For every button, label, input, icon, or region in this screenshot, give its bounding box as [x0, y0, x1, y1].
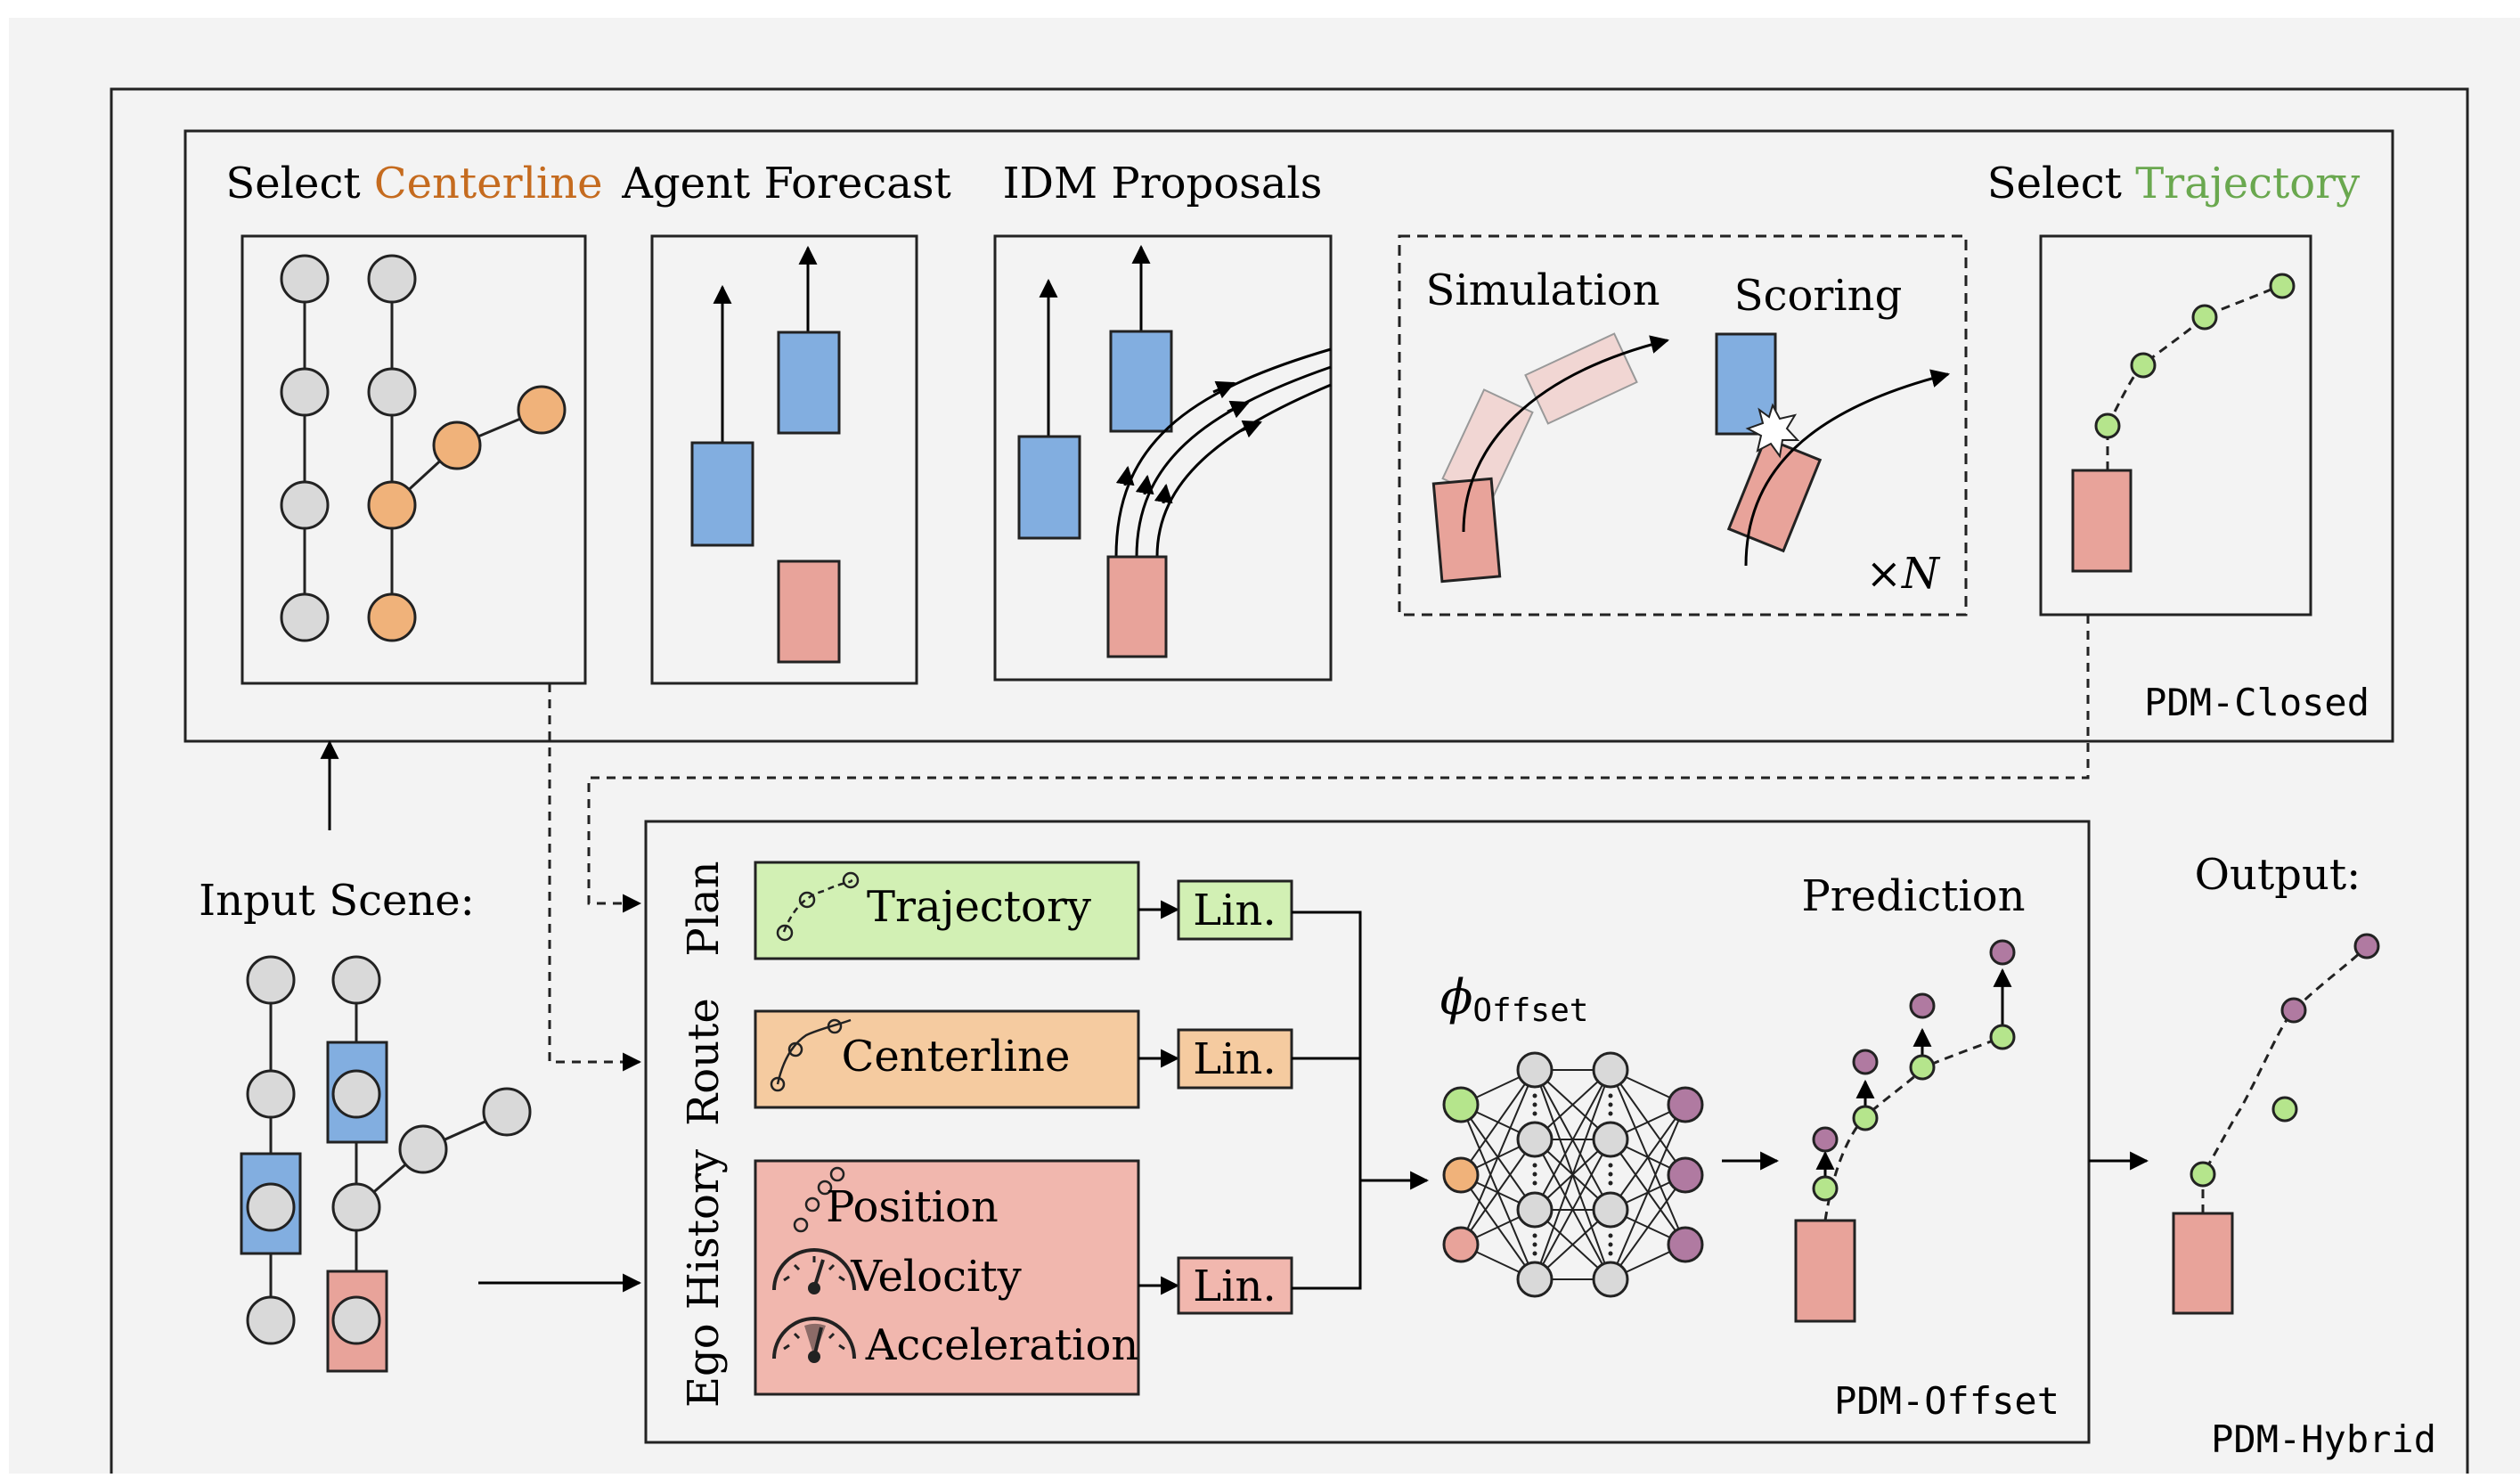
plan-label: Plan [679, 861, 729, 956]
trajectory-icon [776, 871, 860, 942]
simulation-rollout [1431, 332, 1670, 584]
network-edge [1460, 1139, 1536, 1245]
graph-node [367, 367, 417, 417]
output-panel: Output: [2172, 850, 2380, 1315]
select-trajectory-title: Select Trajectory [1987, 159, 2360, 208]
network-edge [1610, 1174, 1686, 1280]
agent-vehicle [777, 331, 841, 435]
pdm-hybrid-label: PDM-Hybrid [2211, 1417, 2436, 1461]
linear-layer-ego [1177, 1256, 1293, 1315]
phi-offset-label: ϕOffset [1440, 969, 1589, 1029]
network-edge [1460, 1069, 1536, 1245]
scoring-title: Scoring [1734, 271, 1903, 321]
lin-label: Lin. [1193, 1034, 1276, 1084]
network-nodes [1442, 1051, 1704, 1298]
graph-node [280, 480, 330, 530]
prediction-title: Prediction [1801, 871, 2025, 921]
centerline-graph-nodes [280, 254, 567, 642]
simulation-title: Simulation [1425, 265, 1660, 315]
graph-node [367, 254, 417, 304]
accelerometer-icon [772, 1317, 856, 1363]
output-title: Output: [2195, 850, 2361, 900]
ego-vehicle [1794, 1219, 1856, 1323]
times-n-label: ×N [1866, 549, 1941, 599]
speedometer-icon [772, 1248, 856, 1294]
ego-vehicle [1106, 555, 1168, 658]
agent-vehicle [1017, 435, 1081, 540]
ego-vehicle [2172, 1212, 2234, 1315]
lin-label: Lin. [1193, 1262, 1276, 1311]
centerline-input-box [754, 1009, 1140, 1109]
network-edge [1610, 1104, 1686, 1211]
position-label: Position [826, 1182, 999, 1232]
selected-trajectory-points [2094, 273, 2296, 439]
pdm-closed-label: PDM-Closed [2144, 681, 2369, 724]
agent-vehicle [1109, 330, 1173, 433]
input-scene-title: Input Scene: [199, 876, 475, 926]
network-edge [1610, 1104, 1686, 1280]
agent-vehicle [690, 441, 754, 547]
trajectory-input-label: Trajectory [867, 882, 1091, 932]
idm-proposal-paths [1114, 347, 1332, 558]
selected-node [517, 385, 567, 435]
route-label: Route [679, 998, 729, 1126]
agent-forecast-title: Agent Forecast [621, 159, 951, 208]
network-edge [1460, 1069, 1536, 1176]
position-icon [793, 1166, 845, 1233]
ego-vehicle [777, 559, 841, 664]
graph-node [280, 254, 330, 304]
acceleration-label: Acceleration [865, 1320, 1139, 1370]
centerline-input-label: Centerline [842, 1032, 1071, 1082]
graph-node [280, 367, 330, 417]
ego-vehicle [2071, 469, 2133, 573]
dashed-connectors [548, 615, 2090, 1072]
pdm-closed-module: PDM-Closed Select Centerline Agent Forec… [183, 129, 2394, 743]
selected-node [367, 592, 417, 642]
pdm-offset-label: PDM-Offset [1834, 1379, 2059, 1423]
input-scene: Input Scene: [199, 876, 532, 1373]
pdm-offset-module: PDM-Offset Plan Route Ego History Trajec… [644, 820, 2091, 1444]
select-centerline-title: Select Centerline [225, 159, 602, 208]
centerline-icon [770, 1018, 852, 1092]
prediction-plot [1794, 939, 2016, 1323]
collision-icon [1745, 403, 1800, 459]
ego-history-label: Ego History [679, 1149, 729, 1408]
selected-node [367, 480, 417, 530]
network-edge [1534, 1069, 1611, 1280]
velocity-label: Velocity [850, 1252, 1022, 1302]
network-edge [1534, 1069, 1611, 1211]
simulation-scoring-panel [1398, 234, 1968, 617]
graph-node [280, 592, 330, 642]
idm-proposals-title: IDM Proposals [1003, 159, 1323, 208]
scoring-collision [1715, 332, 1951, 567]
linear-layer-plan [1177, 879, 1293, 941]
network-edge [1534, 1139, 1611, 1280]
lin-label: Lin. [1193, 886, 1276, 935]
selected-node [432, 421, 482, 470]
trajectory-input-box [754, 861, 1140, 960]
